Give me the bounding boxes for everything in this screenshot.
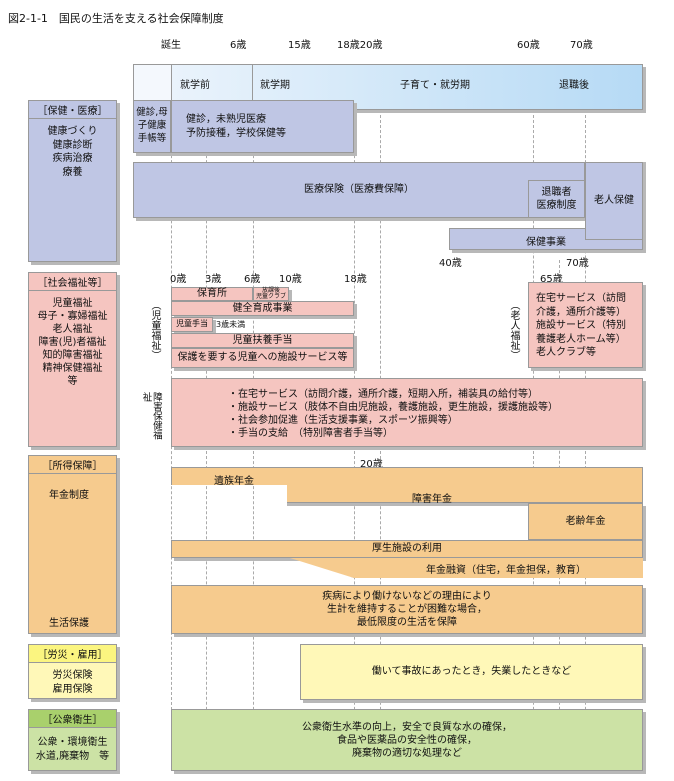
public-health-body: 公衆・環境衛生 水道,廃棄物 等 [35,737,110,762]
pension-loans: 年金融資（住宅，年金担保，教育） [290,558,643,578]
elderly-welfare-label: （老人福祉） [508,300,519,360]
child-welfare-label: （児童福祉） [149,300,160,360]
age-3: 3歳 [205,274,222,285]
checkup-box: 健診，未熟児医療 予防接種，学校保健等 [171,100,354,153]
welfare-facility: 厚生施設の利用 [171,540,643,558]
age-6b: 6歳 [244,274,261,285]
disability-pension: 障害年金 [412,494,452,505]
labor-header: ［労災・雇用］ [29,645,116,663]
healthy-growth: 健全育成事業 [171,301,354,316]
pension-band [171,467,643,503]
child-allowance: 児童手当 [171,317,213,332]
public-health-header: ［公衆衛生］ [29,710,116,728]
elderly-services: 在宅サービス（訪問 介護，通所介護等） 施設サービス（特別 養護老人ホーム等） … [528,282,643,368]
stage-school: 就学期 [260,80,290,91]
livelihood-label: 生活保護 [49,618,89,629]
disability-services: ・在宅サービス（訪問介護，通所介護，短期入所，補装具の給付等） ・施設サービス（… [171,378,643,447]
medical-insurance: 医療保険（医療費保障） [133,162,585,218]
age-6: 6歳 [230,40,247,51]
labor-desc: 働いて事故にあったとき，失業したときなど [300,644,643,700]
pension-label: 年金制度 [49,490,89,501]
elderly-health: 老人保健 [585,162,643,240]
under-3: 3歳未満 [216,320,246,329]
welfare-body: 児童福祉 母子・寡婦福祉 老人福祉 障害(児)者福祉 知的障害福祉 精神保健福祉… [37,298,108,387]
stage-working: 子育て・就労期 [400,80,470,91]
stage-preschool: 就学前 [180,80,210,91]
age-40: 40歳 [439,258,462,269]
income-header: ［所得保障］ [29,456,116,474]
child-facility: 保護を要する児童への施設サービス等 [171,348,354,368]
age-0: 0歳 [170,274,187,285]
age-15: 15歳 [288,40,311,51]
labor-category: ［労災・雇用］ 労災保険 雇用保険 [28,644,117,699]
nursery: 保育所 [171,287,253,301]
health-category: ［保健・医療］ 健康づくり 健康診断 疾病治療 療養 [28,100,117,262]
old-age-pension: 老齢年金 [528,503,643,540]
age-70-b: 70歳 [566,258,589,269]
age-60: 60歳 [517,40,540,51]
afterschool-club: 放課後 児童クラブ [253,287,289,301]
age-20: 20歳 [360,459,383,470]
age-birth: 誕生 [161,40,181,51]
labor-body: 労災保険 雇用保険 [52,670,93,695]
health-body: 健康づくり 健康診断 疾病治療 療養 [47,126,98,178]
age-70: 70歳 [570,40,593,51]
public-health-category: ［公衆衛生］ 公衆・環境衛生 水道,廃棄物 等 [28,709,117,771]
welfare-header: ［社会福祉等］ [29,273,116,291]
public-assistance: 疾病により働けないなどの理由により 生計を維持することが困難な場合， 最低限度の… [171,585,643,634]
infant-checkup: 健診,母 子健康 手帳等 [133,100,171,153]
age-10: 10歳 [279,274,302,285]
public-health-desc: 公衆衛生水準の向上，安全で良質な水の確保， 食品や医薬品の安全性の確保， 廃棄物… [171,709,643,771]
child-support: 児童扶養手当 [171,333,354,348]
disability-label: 障害保健福祉 [140,392,162,440]
survivor-pension: 遺族年金 [214,476,254,487]
income-category: ［所得保障］ 年金制度 生活保護 [28,455,117,634]
retiree-medical: 退職者 医療制度 [528,180,585,218]
age-18: 18歳 [344,274,367,285]
figure-title: 図2-1-1 国民の生活を支える社会保障制度 [8,12,224,25]
welfare-category: ［社会福祉等］ 児童福祉 母子・寡婦福祉 老人福祉 障害(児)者福祉 知的障害福… [28,272,117,447]
age-65: 65歳 [540,274,563,285]
stage-retired: 退職後 [559,80,589,91]
health-header: ［保健・医療］ [29,101,116,119]
age-18-20: 18歳20歳 [337,40,383,51]
